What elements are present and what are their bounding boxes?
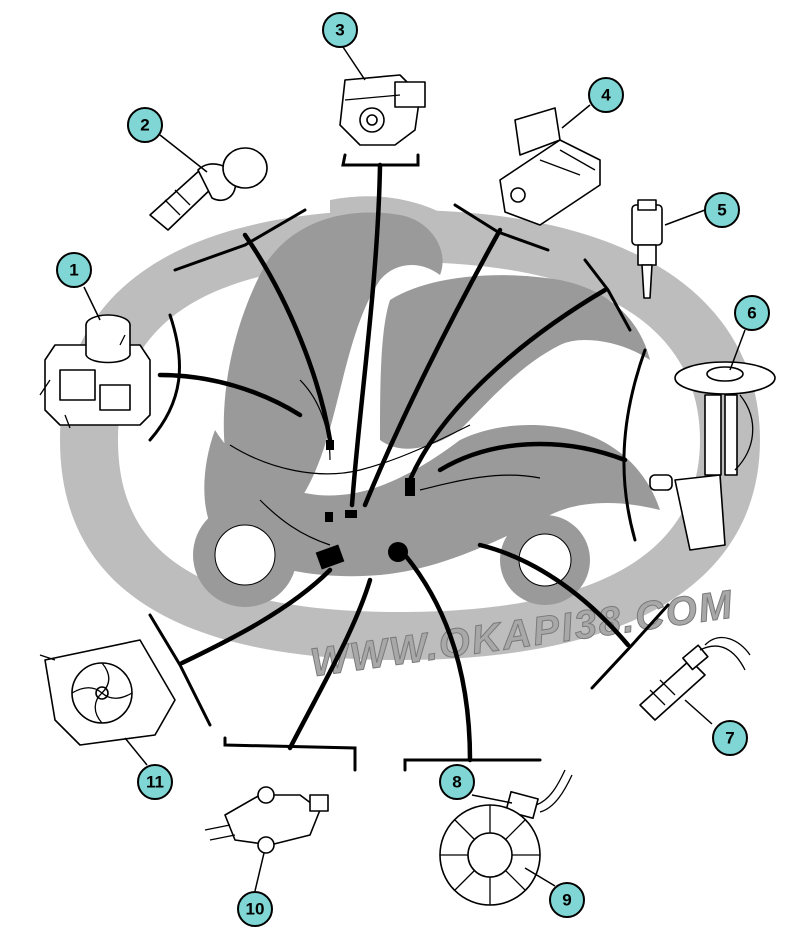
callout-2-number: 2 bbox=[140, 116, 149, 135]
bracket-2 bbox=[173, 208, 307, 272]
pressure-sensor-icon bbox=[499, 107, 601, 226]
throttle-body-sensor-icon bbox=[39, 314, 151, 429]
callout-7: 7 bbox=[712, 720, 748, 756]
callout-7-number: 7 bbox=[725, 729, 734, 748]
callout-1-number: 1 bbox=[69, 261, 78, 280]
fuel-pump-icon bbox=[649, 361, 776, 551]
callout-4-number: 4 bbox=[601, 86, 611, 105]
bracket-6 bbox=[622, 348, 647, 542]
motorcycle-icon bbox=[193, 212, 660, 607]
callout-6-number: 6 bbox=[747, 304, 756, 323]
callout-5-number: 5 bbox=[717, 201, 726, 220]
stator-icon bbox=[439, 804, 541, 906]
bracket-11 bbox=[148, 613, 212, 727]
callout-3: 3 bbox=[322, 12, 358, 48]
temperature-sensor-icon bbox=[149, 147, 268, 231]
leader-lines bbox=[83, 46, 746, 892]
radiator-fan-icon bbox=[39, 639, 176, 746]
callout-4: 4 bbox=[588, 77, 624, 113]
callout-10: 10 bbox=[237, 891, 273, 927]
coolant-sensor-icon bbox=[631, 199, 663, 299]
bracket-7 bbox=[590, 603, 670, 690]
bracket-group bbox=[148, 153, 670, 772]
callout-6: 6 bbox=[734, 295, 770, 331]
oxygen-sensor-icon bbox=[639, 636, 751, 721]
bracket-10 bbox=[223, 736, 357, 772]
bracket-8-9 bbox=[403, 758, 542, 772]
callout-8: 8 bbox=[439, 764, 475, 800]
callout-8-number: 8 bbox=[452, 773, 461, 792]
callout-10-number: 10 bbox=[246, 900, 265, 919]
pickup-sensor-icon bbox=[505, 769, 573, 820]
callout-9: 9 bbox=[549, 882, 585, 918]
bracket-5 bbox=[583, 258, 632, 332]
throttle-position-sensor-icon bbox=[339, 74, 426, 146]
wire-group bbox=[157, 162, 631, 763]
callout-11: 11 bbox=[137, 764, 173, 800]
bracket-1 bbox=[148, 313, 181, 442]
speed-sensor-icon bbox=[204, 786, 329, 854]
callout-9-number: 9 bbox=[562, 891, 571, 910]
callout-2: 2 bbox=[127, 107, 163, 143]
callout-3-number: 3 bbox=[335, 21, 344, 40]
callout-5: 5 bbox=[704, 192, 740, 228]
callout-1: 1 bbox=[56, 252, 92, 288]
callout-11-number: 11 bbox=[146, 773, 164, 792]
